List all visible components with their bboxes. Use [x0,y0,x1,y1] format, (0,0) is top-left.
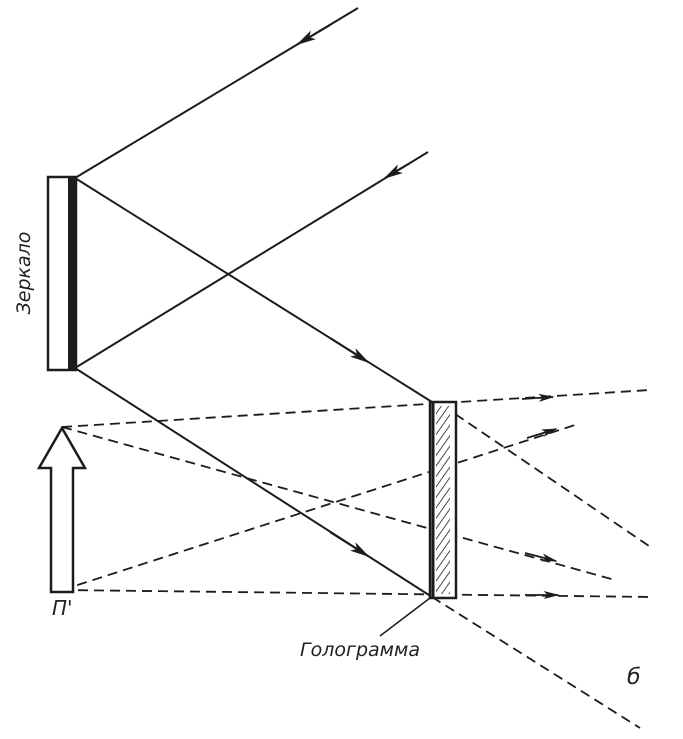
dashed-ray-5 [441,404,653,549]
reflected-ray-lower [74,367,433,598]
dashed-ray-1 [61,389,651,428]
object-arrow-shape [36,425,88,594]
panel-label: б [627,665,641,690]
dashed-rays [61,389,653,729]
incoming-ray-lower [74,151,429,369]
hologram-leader-line [379,597,431,637]
object-label: П' [52,596,73,620]
reflected-ray-upper [74,177,433,403]
hologram-label: Голограмма [300,639,420,661]
hologram-plate [428,400,458,600]
mirror-reflective-edge [68,177,76,370]
mirror-label: Зеркало [13,232,35,315]
dashed-ray-3 [61,424,576,591]
reflected-rays [74,177,433,598]
mirror: Зеркало [13,175,78,372]
dashed-ray-2 [61,426,616,581]
object-arrow [36,425,88,594]
incoming-rays [74,7,429,369]
dashed-ray-6 [431,596,641,729]
dashed-ray-arrows [521,393,560,599]
dashed-ray-4 [61,589,653,598]
